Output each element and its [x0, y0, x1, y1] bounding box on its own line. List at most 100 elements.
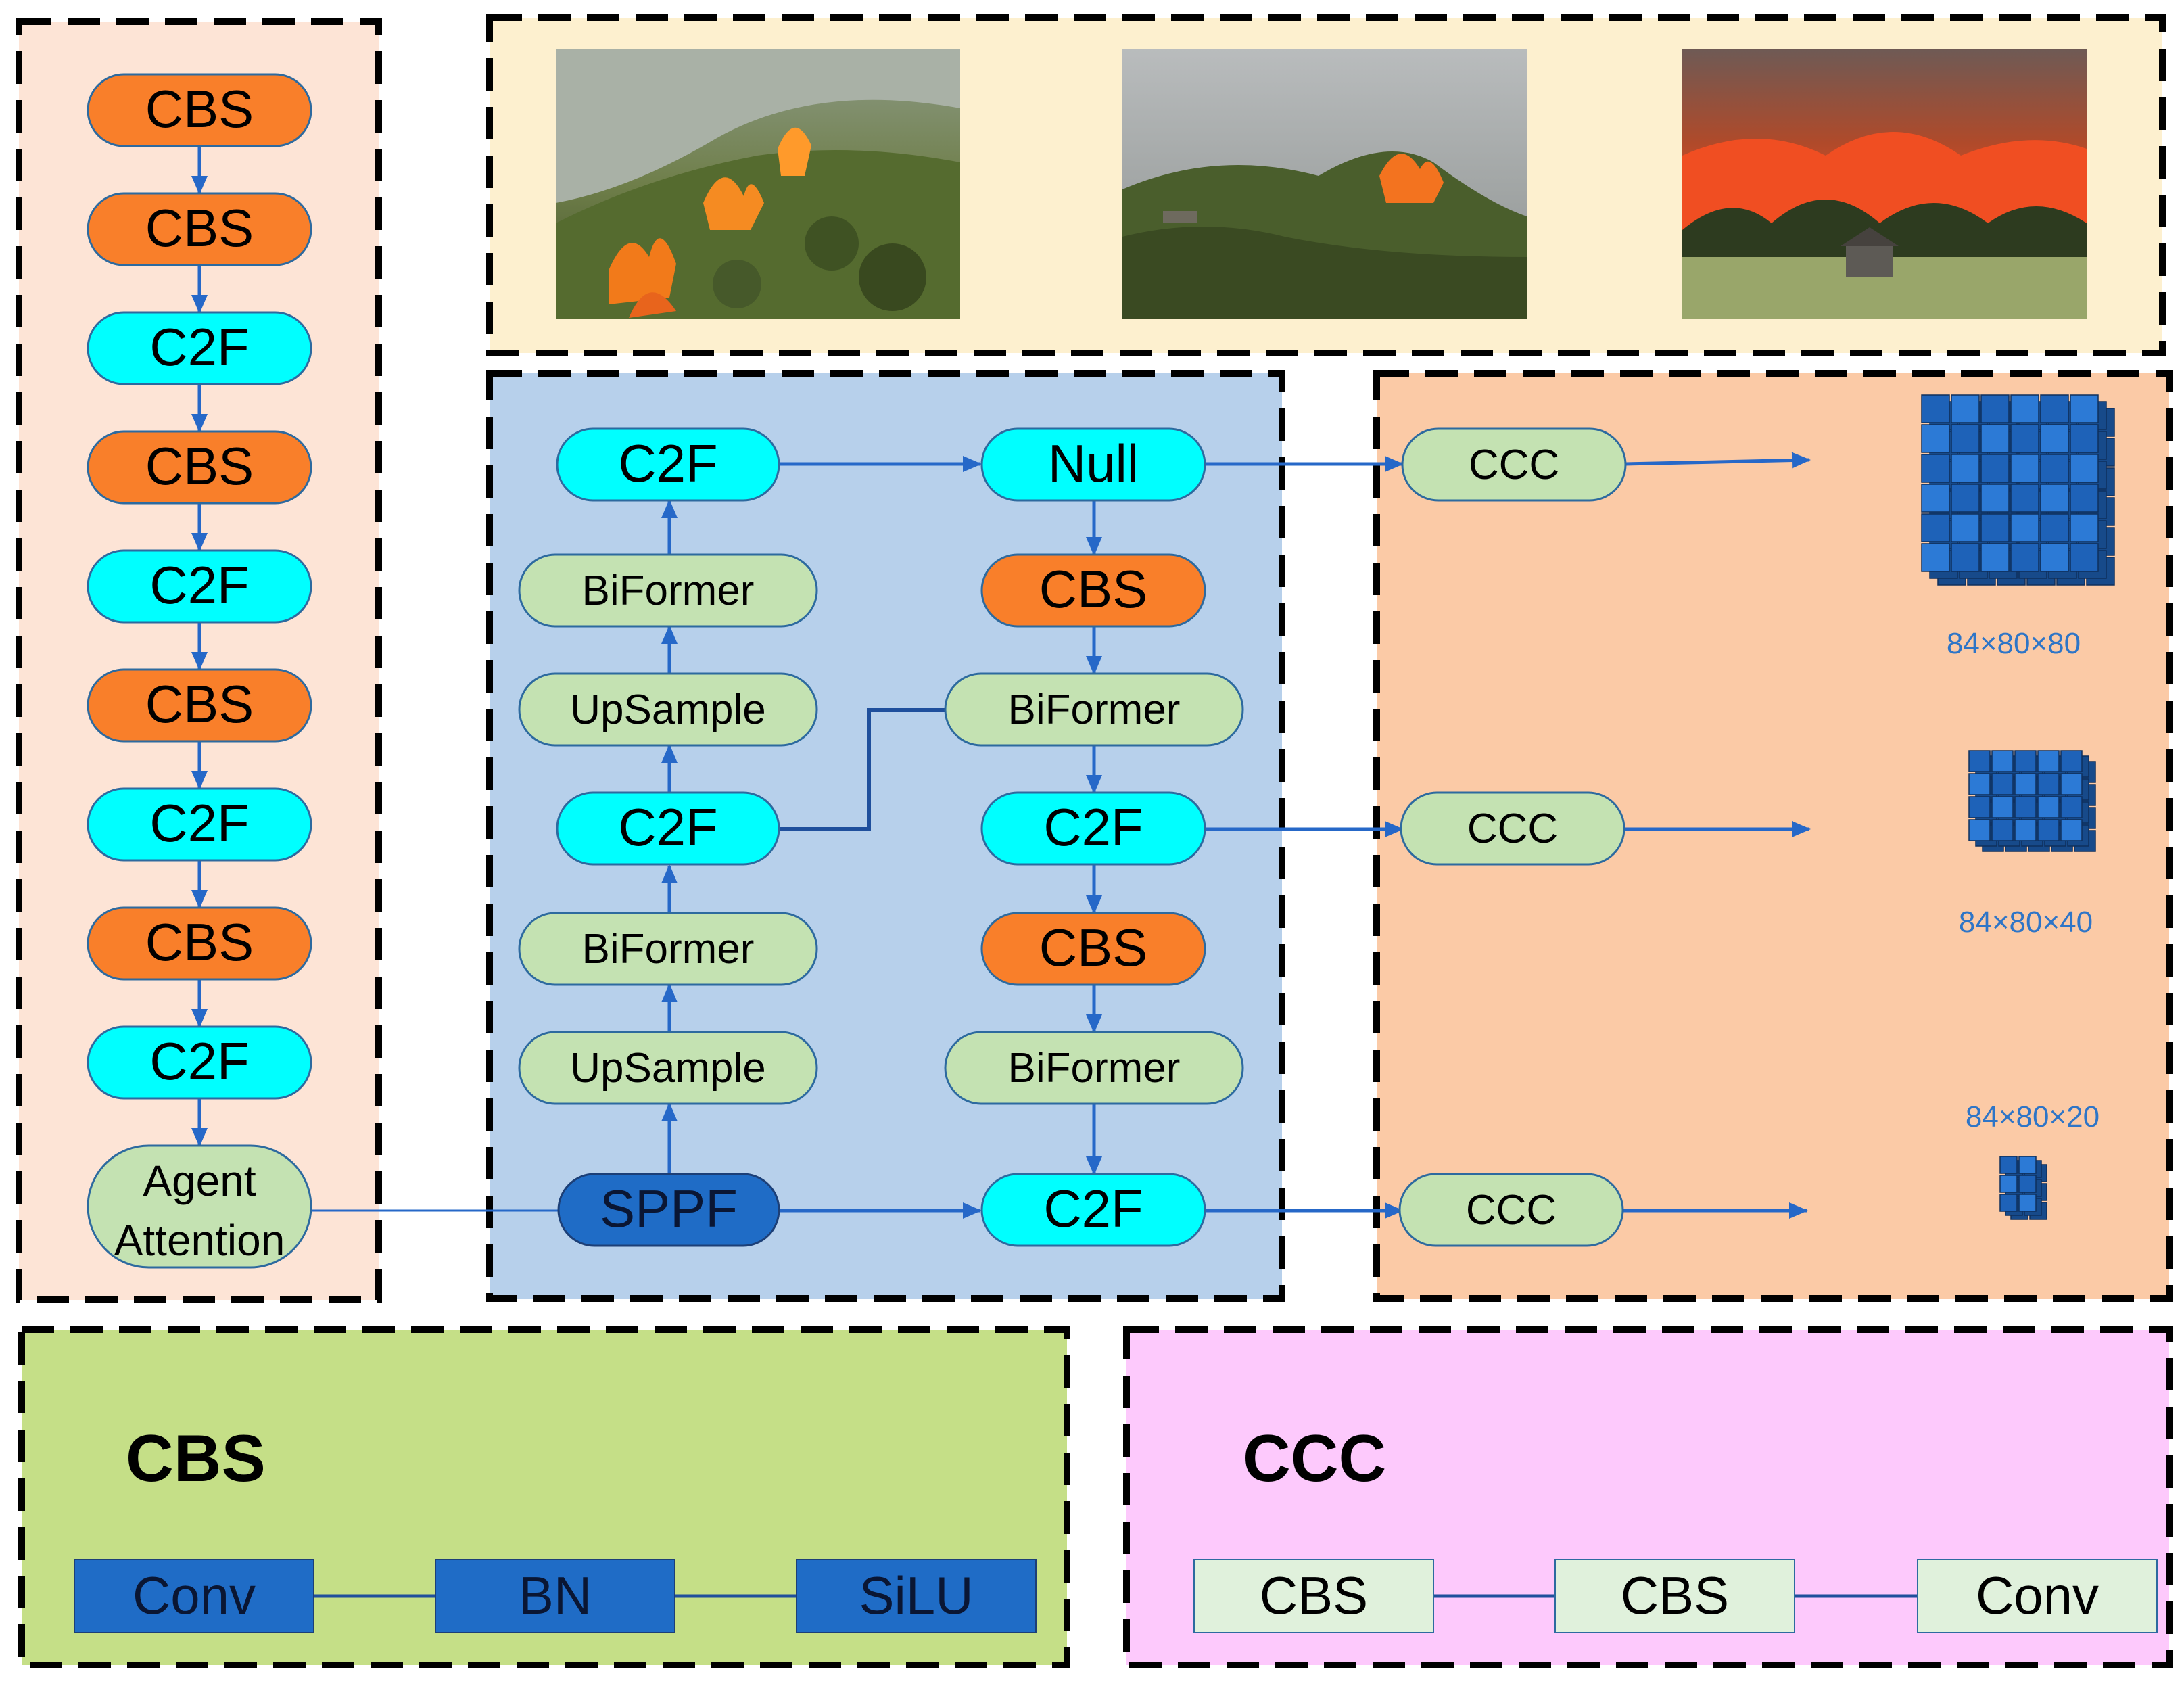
feature-cell	[2070, 424, 2099, 453]
feature-cell	[1980, 543, 2010, 572]
feature-cell	[2037, 819, 2060, 841]
neck-right-cbs-2: CBS	[980, 912, 1206, 986]
cbs-legend-conv-block: Conv	[74, 1559, 314, 1633]
backbone-node-label: CBS	[145, 436, 254, 496]
feature-cell	[2070, 513, 2099, 542]
feature-cell	[2018, 1175, 2037, 1193]
node-label: CCC	[1469, 442, 1559, 488]
forest-fire-house-photo	[1682, 49, 2087, 319]
backbone-node-label: CBS	[145, 912, 254, 972]
feature-map-large-icon	[1921, 394, 2115, 586]
feature-cell	[2037, 773, 2060, 795]
feature-cell	[2070, 543, 2099, 572]
neck-right-null: Null	[980, 427, 1206, 502]
feature-dim-1: 84×80×80	[1947, 627, 2081, 660]
feature-cell	[2060, 750, 2083, 772]
smoky-ridge-fire-photo	[1122, 49, 1527, 319]
cbs-legend-silu-block: SiLU	[796, 1559, 1037, 1633]
node-label: BiFormer	[582, 567, 755, 614]
block-label: CBS	[1260, 1566, 1368, 1625]
node-label: BiFormer	[1008, 686, 1181, 733]
backbone-node-6: CBS	[87, 668, 312, 743]
feature-cell	[1968, 750, 1991, 772]
node-label: CBS	[1039, 918, 1147, 977]
feature-cell	[2018, 1156, 2037, 1174]
feature-cell	[1951, 513, 1980, 542]
feature-cell	[2014, 773, 2037, 795]
neck-left-c2f-top: C2F	[556, 427, 780, 502]
agent-attention-node: Agent Attention	[87, 1144, 312, 1269]
feature-cell	[2014, 750, 2037, 772]
ccc-legend-title: CCC	[1243, 1421, 1386, 1495]
backbone-node-8: CBS	[87, 906, 312, 981]
node-label: BiFormer	[1008, 1045, 1181, 1092]
feature-cell	[2040, 513, 2069, 542]
feature-cell	[1999, 1156, 2018, 1174]
feature-cell	[2014, 796, 2037, 818]
block-label: BN	[519, 1566, 592, 1625]
feature-cell	[1991, 773, 2014, 795]
node-label: CCC	[1466, 1187, 1557, 1234]
feature-cell	[2070, 394, 2099, 423]
head-ccc-1: CCC	[1401, 427, 1627, 502]
feature-cell	[1968, 819, 1991, 841]
head-ccc-3: CCC	[1398, 1173, 1624, 1247]
feature-cell	[2060, 796, 2083, 818]
feature-cell	[1991, 819, 2014, 841]
feature-cell	[2060, 819, 2083, 841]
node-label: Null	[1048, 434, 1139, 493]
backbone-node-label: CBS	[145, 198, 254, 258]
feature-cell	[1980, 424, 2010, 453]
neck-right-c2f-mid: C2F	[980, 791, 1206, 866]
backbone-node-7: C2F	[87, 787, 312, 862]
feature-cell	[2040, 543, 2069, 572]
feature-cell	[1999, 1175, 2018, 1193]
feature-cell	[1921, 543, 1950, 572]
feature-cell	[1921, 484, 1950, 513]
backbone-node-label: C2F	[149, 555, 249, 615]
cbs-legend-title: CBS	[126, 1421, 266, 1495]
backbone-node-1: CBS	[87, 73, 312, 147]
feature-cell	[2040, 424, 2069, 453]
feature-cell	[2010, 424, 2039, 453]
neck-left-sppf: SPPF	[557, 1173, 780, 1247]
feature-cell	[1951, 394, 1980, 423]
feature-cell	[1951, 543, 1980, 572]
feature-cell	[2018, 1194, 2037, 1212]
feature-cell	[1968, 796, 1991, 818]
block-label: SiLU	[859, 1566, 973, 1625]
feature-cell	[1921, 394, 1950, 423]
feature-cell	[1991, 796, 2014, 818]
feature-cell	[2040, 454, 2069, 483]
node-label: C2F	[1043, 1179, 1143, 1238]
backbone-node-label: C2F	[149, 1031, 249, 1091]
head-ccc-2: CCC	[1400, 791, 1625, 866]
feature-cell	[2010, 513, 2039, 542]
neck-left-biformer-1: BiFormer	[518, 553, 818, 628]
node-label: C2F	[618, 434, 717, 493]
backbone-node-3: C2F	[87, 311, 312, 385]
block-label: Conv	[1976, 1566, 2099, 1625]
feature-map-small-icon	[1999, 1156, 2047, 1220]
node-label: C2F	[618, 797, 717, 857]
feature-cell	[1980, 513, 2010, 542]
feature-map-medium-icon	[1968, 750, 2096, 852]
feature-cell	[1991, 750, 2014, 772]
backbone-node-label: CBS	[145, 79, 254, 139]
neck-left-upsample-1: UpSample	[518, 672, 818, 747]
feature-cell	[1921, 424, 1950, 453]
node-label: CBS	[1039, 559, 1147, 619]
node-label: CCC	[1467, 805, 1558, 852]
node-label: BiFormer	[582, 926, 755, 973]
backbone-node-2: CBS	[87, 192, 312, 266]
feature-cell	[2070, 454, 2099, 483]
backbone-node-label: C2F	[149, 317, 249, 377]
feature-cell	[2070, 484, 2099, 513]
backbone-connectors	[191, 146, 559, 1212]
agent-attention-label-2: Attention	[114, 1216, 285, 1265]
neck-right-cbs-1: CBS	[980, 553, 1206, 628]
neck-left-biformer-2: BiFormer	[518, 912, 818, 986]
backbone-node-5: C2F	[87, 549, 312, 624]
ccc-legend-conv-block: Conv	[1917, 1559, 2158, 1633]
